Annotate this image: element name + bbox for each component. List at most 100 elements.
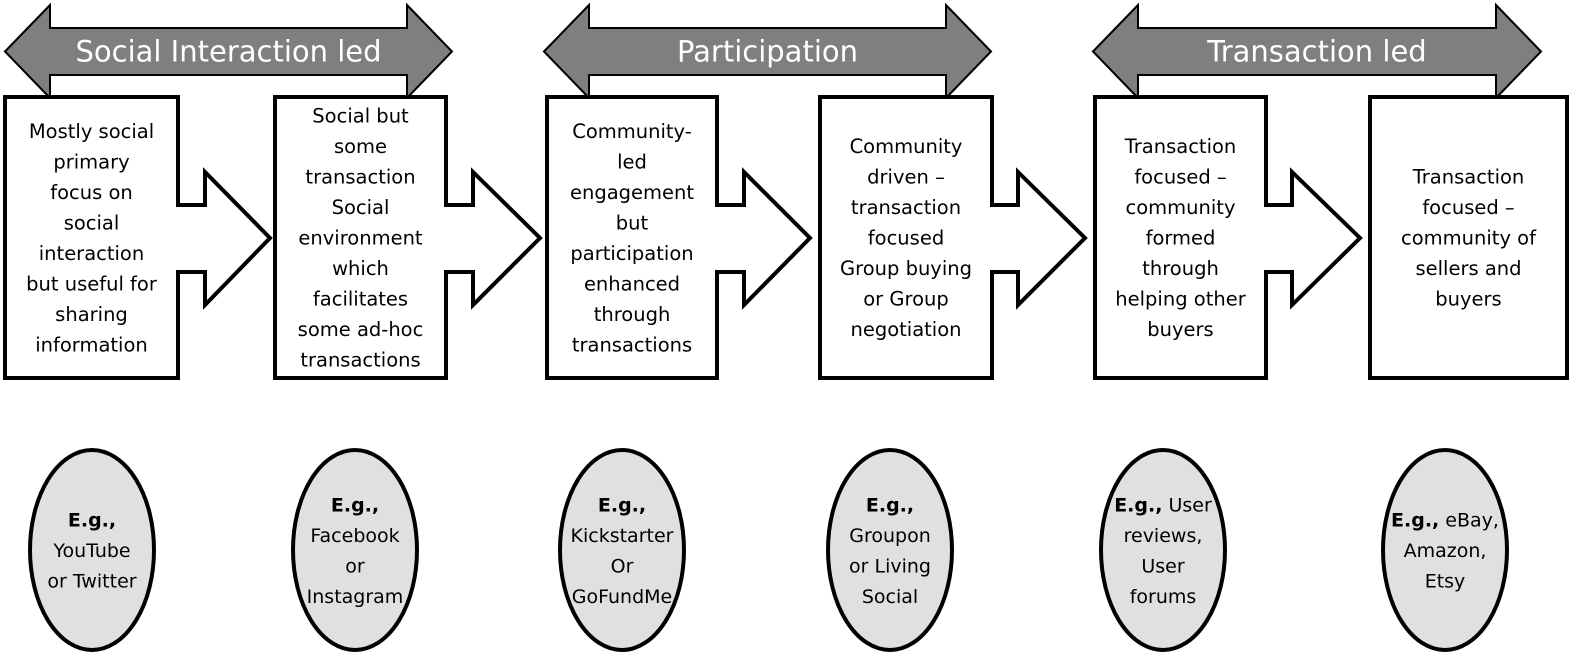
stage-description-line: which	[332, 257, 389, 280]
example-ellipse-shape	[826, 448, 954, 652]
stage-description-line: Social	[332, 196, 390, 219]
eg-prefix: E.g.,	[1391, 510, 1439, 532]
stage-description-line: community of	[1401, 227, 1537, 250]
eg-prefix: E.g.,	[68, 510, 116, 532]
stage-arrow-box-shape	[818, 95, 1088, 380]
stage-description-line: Social but	[312, 105, 409, 128]
category-label: Transaction led	[1206, 35, 1426, 69]
example-text-line: reviews,	[1124, 525, 1203, 547]
category-label: Participation	[677, 35, 858, 69]
example-text: E.g., YouTube or Twitter	[47, 510, 136, 593]
stage-description-line: helping other	[1115, 288, 1246, 311]
stage-description: Transaction focused – community of sellers …	[1401, 166, 1537, 311]
example-text-line: or Living	[849, 555, 931, 577]
stage-arrow-box-shape	[1093, 95, 1363, 380]
stage-description-line: driven –	[867, 166, 945, 189]
stage-description-line: transactions	[572, 333, 692, 356]
stage-description-line: environment	[298, 227, 423, 250]
example-text-line: E.g.,	[331, 494, 379, 516]
example-text-line: forums	[1130, 586, 1197, 608]
stage-description-line: Transaction	[1412, 166, 1525, 189]
example-name: eBay,	[1439, 510, 1499, 532]
stage-description-line: transaction	[305, 166, 415, 189]
stage-description-line: some ad-hoc	[298, 318, 424, 341]
stage-description-line: participation	[570, 242, 693, 265]
stage-description-line: Group buying	[840, 257, 972, 280]
stage-description-line: focused –	[1422, 196, 1514, 219]
stage-description-line: transaction	[851, 196, 961, 219]
example-name: User	[1162, 494, 1212, 516]
stage-description-line: through	[594, 303, 671, 326]
example-ellipse-shape	[1099, 448, 1227, 652]
stage-description-line: facilitates	[313, 288, 408, 311]
stage-description-line: sellers and	[1415, 257, 1521, 280]
stage-arrow-box-shape	[545, 95, 813, 380]
stage-description-line: formed	[1146, 227, 1216, 250]
example-ellipse: E.g., YouTube or Twitter	[28, 448, 156, 652]
eg-prefix: E.g.,	[1114, 494, 1162, 516]
example-ellipse-shape	[558, 448, 686, 652]
stage-box: Transaction focused – community of sellers …	[1368, 95, 1569, 380]
example-text-line: Social	[862, 586, 918, 608]
category-label: Social Interaction led	[75, 35, 381, 69]
category-arrows: Social Interaction led Participation Trans…	[3, 2, 1543, 101]
stage-arrow-box-shape	[3, 95, 273, 380]
stage-description-line: primary	[53, 150, 129, 173]
example-text-line: Instagram	[307, 586, 404, 608]
example-text-line: Or	[611, 555, 634, 577]
eg-prefix: E.g.,	[598, 494, 646, 516]
eg-prefix: E.g.,	[866, 494, 914, 516]
example-text-line: Etsy	[1425, 571, 1466, 593]
stage-description-line: engagement	[570, 181, 694, 204]
example-text-line: Facebook	[310, 525, 399, 547]
stage-description-line: but useful for	[26, 272, 158, 295]
example-text-line: E.g.,	[598, 494, 646, 516]
example-text-line: User	[1141, 555, 1184, 577]
stage-description-line: transactions	[300, 349, 420, 372]
example-text-line: E.g.,	[866, 494, 914, 516]
double-arrow-shape	[542, 2, 993, 101]
example-ellipse-shape	[28, 448, 156, 652]
example-ellipse-shape	[1381, 448, 1509, 652]
stage-description-line: sharing	[55, 303, 128, 326]
stage-description-line: focus on	[50, 181, 133, 204]
example-text-line: YouTube	[52, 540, 130, 562]
stage-description-line: Transaction	[1124, 135, 1237, 158]
stage-arrow-box-shape	[273, 95, 543, 380]
example-text-line: or	[345, 555, 365, 577]
example-text-line: GoFundMe	[572, 586, 672, 608]
example-text-line: Amazon,	[1404, 540, 1487, 562]
category-arrow: Social Interaction led	[3, 2, 454, 101]
stage-description-line: or Group	[863, 288, 949, 311]
example-ellipse: E.g., User reviews, User forums	[1099, 448, 1227, 652]
category-arrow: Transaction led	[1091, 2, 1543, 101]
stage-description-line: enhanced	[584, 272, 680, 295]
example-ellipse: E.g., eBay, Amazon, Etsy	[1381, 448, 1509, 652]
stage-description-line: negotiation	[850, 318, 961, 341]
stage-description-line: social	[64, 211, 120, 234]
example-text-line: or Twitter	[47, 571, 136, 593]
stage-description-line: Community	[850, 135, 963, 158]
stage-description-line: some	[334, 135, 387, 158]
stage-description-line: focused –	[1134, 166, 1226, 189]
example-text-line: E.g., eBay,	[1391, 510, 1499, 532]
eg-prefix: E.g.,	[331, 494, 379, 516]
double-arrow-shape	[3, 2, 454, 101]
stage-description-line: information	[35, 333, 148, 356]
stage-description-line: led	[617, 150, 647, 173]
